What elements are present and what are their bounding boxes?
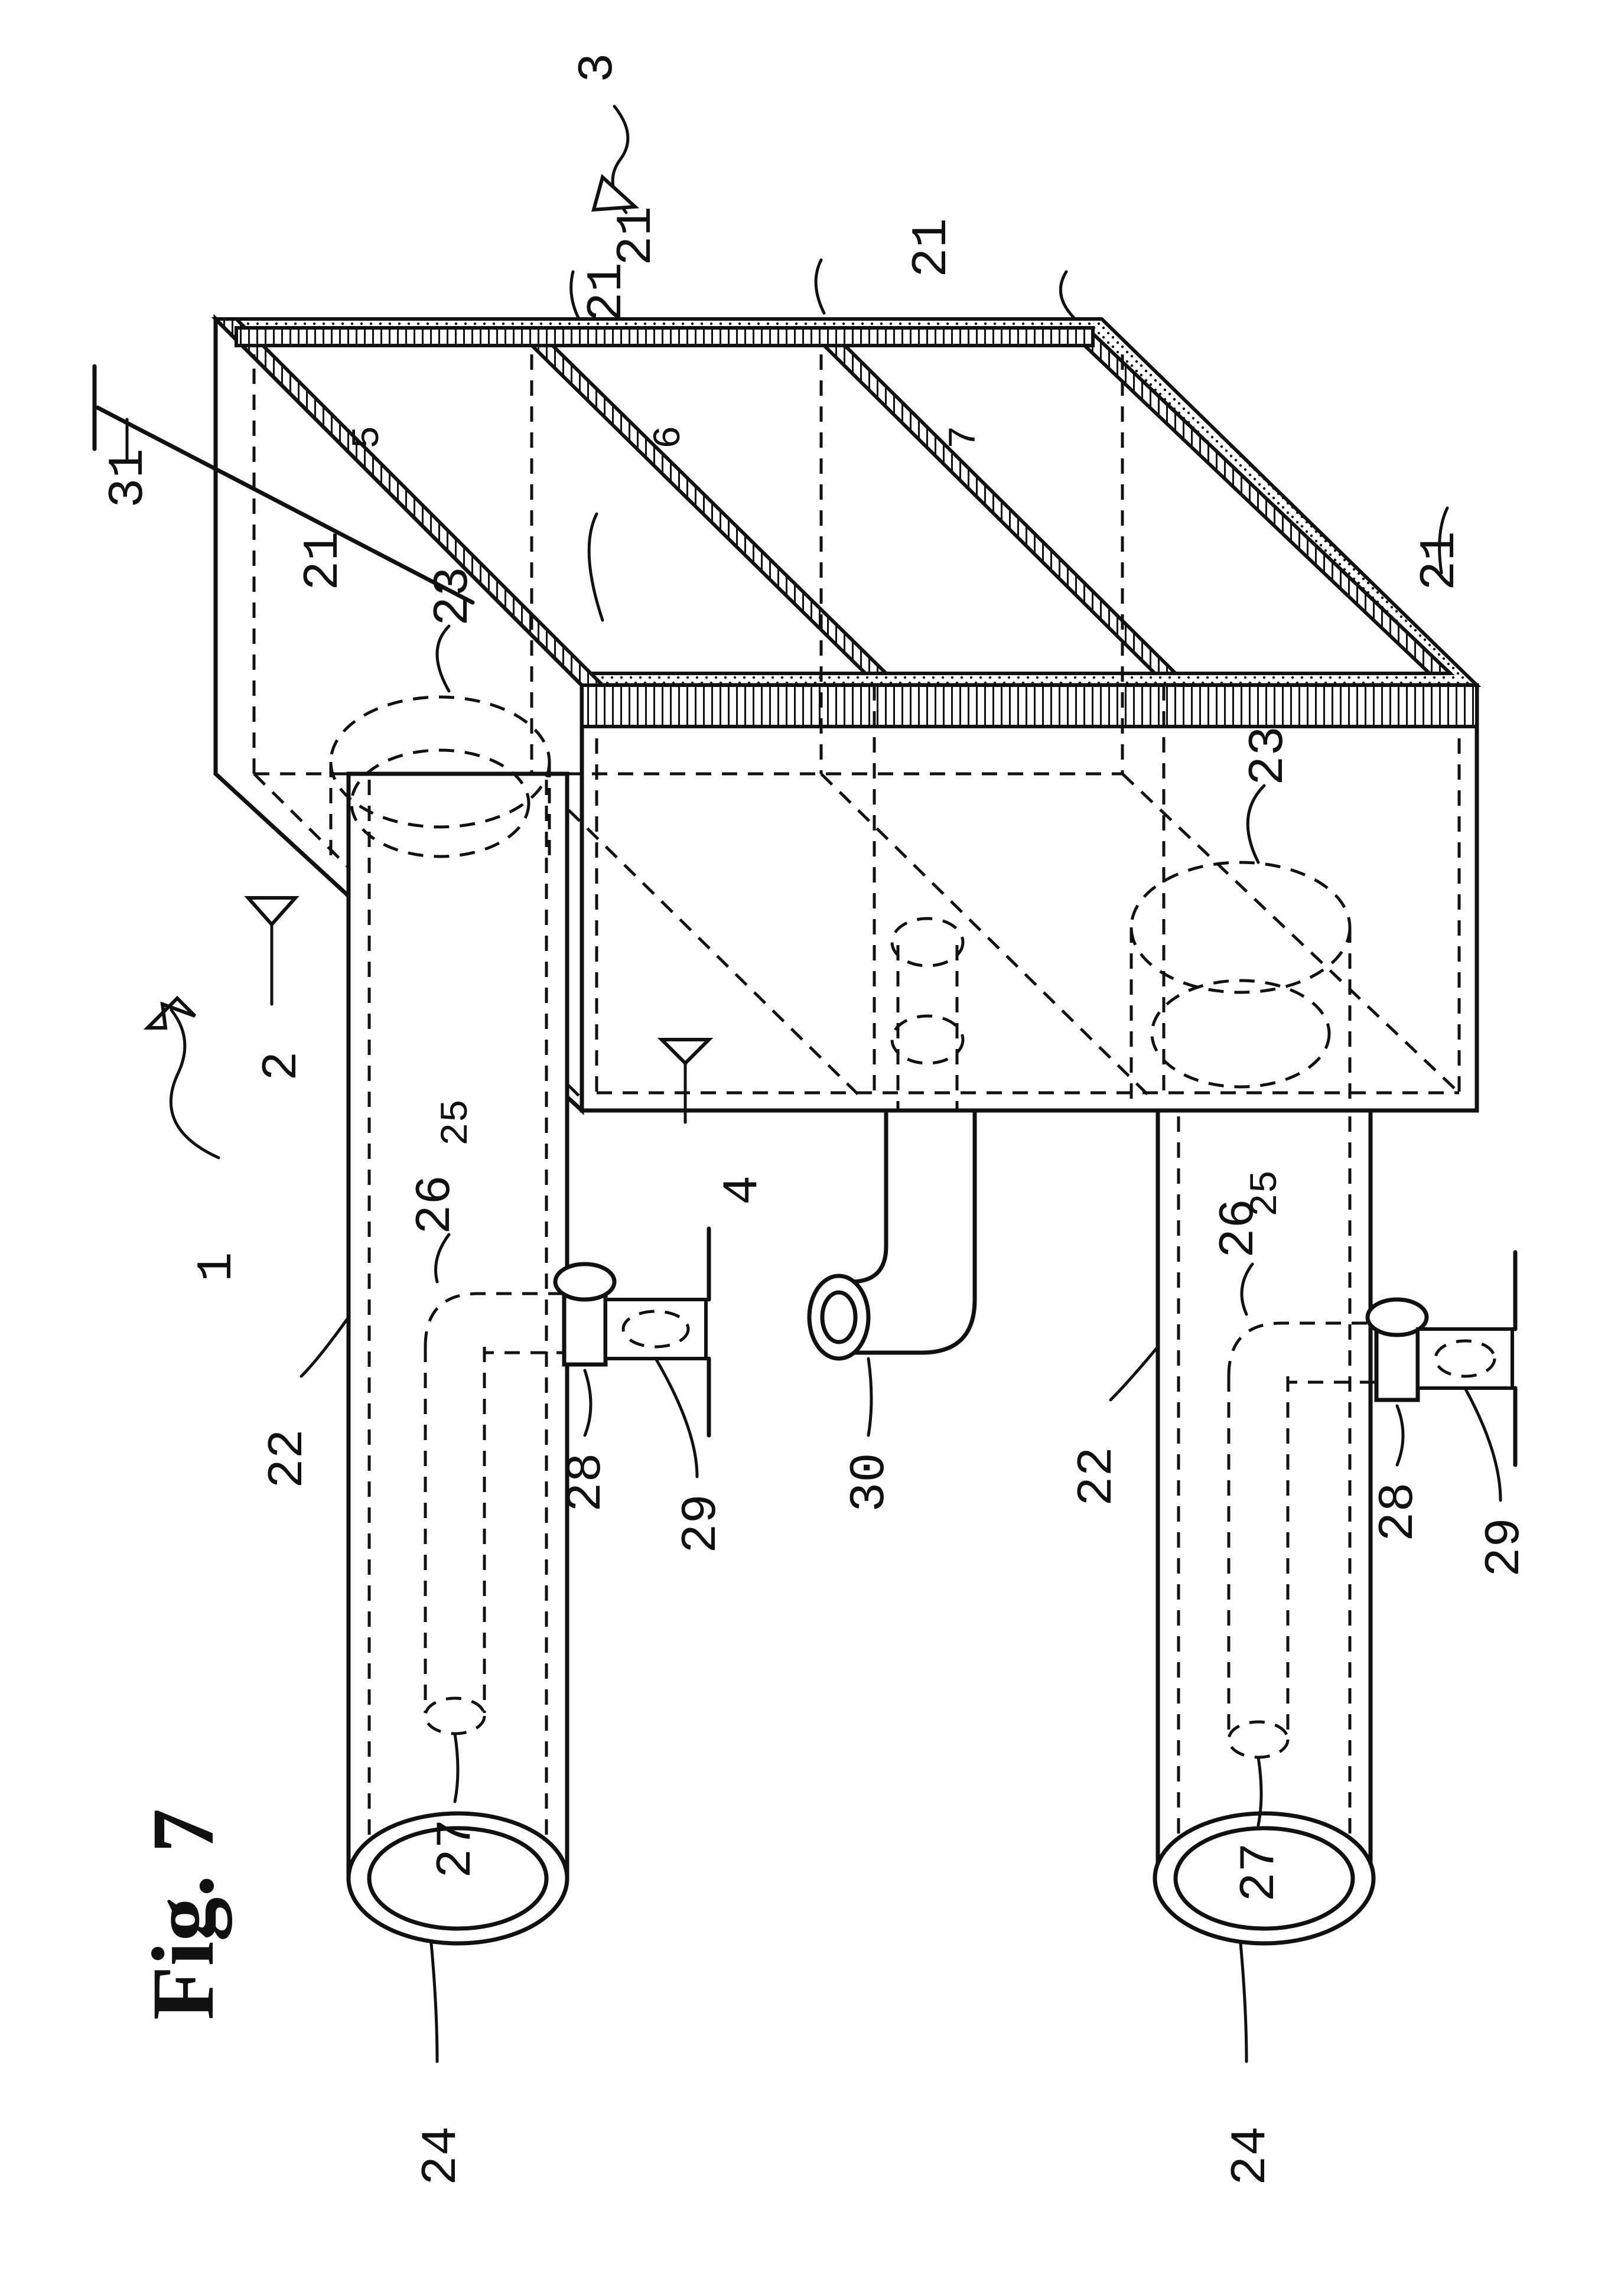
tank-front-rim <box>582 685 1477 727</box>
leader-29-upper <box>656 1359 697 1477</box>
label-inlet-lower: 27 <box>1232 1842 1288 1902</box>
label-end-lower: 24 <box>1223 2126 1280 2186</box>
label-elbow-lower: 26 <box>1212 1199 1268 1258</box>
leader-21-d <box>816 260 824 313</box>
arrow-1 <box>148 998 195 1028</box>
label-wall-5: 21 <box>1412 531 1469 591</box>
upper-nozzle-face <box>555 1264 614 1300</box>
leader-28-upper <box>585 1370 591 1435</box>
leader-30 <box>868 1359 871 1435</box>
label-compartment-a: 5 <box>346 425 390 449</box>
label-socket-lower: 23 <box>1241 726 1297 786</box>
label-compartment-c: 7 <box>942 425 987 449</box>
label-bore-upper: 25 <box>434 1099 479 1146</box>
label-pipe-lower: 22 <box>1070 1447 1126 1506</box>
label-wall-4: 21 <box>904 218 961 278</box>
label-nozzle-lower: 28 <box>1371 1482 1427 1542</box>
back-wall <box>236 328 1093 346</box>
label-inlet-upper: 27 <box>429 1819 485 1878</box>
leader-21-c <box>1060 272 1075 319</box>
label-feed-upper: 29 <box>674 1494 730 1554</box>
leader-22-upper <box>301 1317 349 1376</box>
label-compartment-b: 6 <box>647 425 691 449</box>
leader-24-lower <box>1241 1943 1246 2061</box>
label-pipe-upper: 22 <box>261 1429 317 1489</box>
tank-front-face <box>582 685 1477 1110</box>
label-wall-1: 21 <box>296 531 352 591</box>
label-wall-3: 21 <box>609 206 665 266</box>
arrow-2 <box>248 898 295 924</box>
label-top: 3 <box>571 53 627 83</box>
label-socket-upper: 23 <box>426 566 482 626</box>
leader-22-lower <box>1111 1347 1158 1400</box>
figure-title: Fig. 7 <box>134 1809 232 2020</box>
leader-21-e <box>571 272 579 319</box>
label-probe: 31 <box>101 448 157 508</box>
arrow-3 <box>594 177 635 210</box>
drain-outlet-inner <box>822 1292 855 1342</box>
lower-feed-line <box>1418 1329 1512 1388</box>
upper-pipe-body <box>349 774 567 1878</box>
label-front: 4 <box>715 1175 772 1205</box>
label-side: 2 <box>255 1051 311 1081</box>
leader-1 <box>171 1010 219 1158</box>
upper-feed-line <box>606 1300 706 1359</box>
label-nozzle-upper: 28 <box>559 1452 615 1512</box>
label-feed-lower: 29 <box>1477 1517 1534 1577</box>
leader-24-upper <box>431 1943 437 2061</box>
label-elbow-upper: 26 <box>408 1175 464 1235</box>
leader-29-lower <box>1465 1388 1500 1500</box>
label-end-upper: 24 <box>414 2126 470 2186</box>
label-device: 1 <box>190 1252 246 1282</box>
leader-28-lower <box>1397 1406 1403 1465</box>
label-drain: 30 <box>842 1452 899 1512</box>
label-wall-2: 21 <box>580 262 636 322</box>
